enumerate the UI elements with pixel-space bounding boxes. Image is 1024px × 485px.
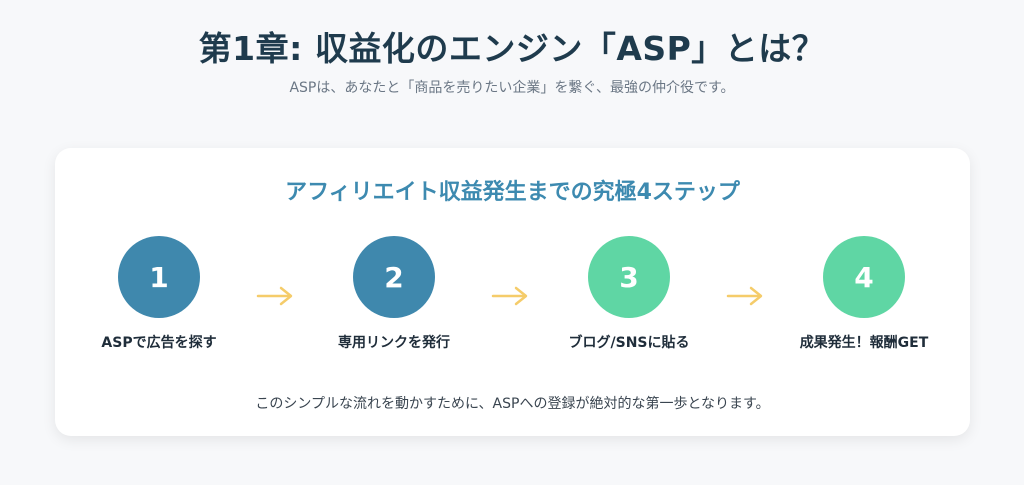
step-1: 1 ASPで広告を探す bbox=[59, 236, 259, 352]
step-3: 3 ブログ/SNSに貼る bbox=[529, 236, 729, 352]
card-title: アフィリエイト収益発生までの究極4ステップ bbox=[285, 180, 740, 205]
step-number-badge: 1 bbox=[118, 236, 200, 318]
page-subtitle: ASPは、あなたと「商品を売りたい企業」を繋ぐ、最強の仲介役です。 bbox=[289, 80, 735, 96]
step-label: ブログ/SNSに貼る bbox=[568, 335, 690, 351]
card-footer-text: このシンプルな流れを動かすために、ASPへの登録が絶対的な第一歩となります。 bbox=[255, 396, 770, 412]
step-label: 専用リンクを発行 bbox=[338, 335, 450, 351]
steps-card: アフィリエイト収益発生までの究極4ステップ 1 ASPで広告を探す 2 専用リン… bbox=[55, 148, 970, 436]
arrow-right-icon bbox=[726, 286, 763, 306]
arrow-right-icon bbox=[256, 286, 293, 306]
step-2: 2 専用リンクを発行 bbox=[294, 236, 494, 352]
step-number-badge: 2 bbox=[353, 236, 435, 318]
step-number-badge: 4 bbox=[823, 236, 905, 318]
arrow-right-icon bbox=[491, 286, 528, 306]
step-4: 4 成果発生！報酬GET bbox=[764, 236, 964, 352]
step-label: ASPで広告を探す bbox=[101, 335, 217, 351]
step-number-badge: 3 bbox=[588, 236, 670, 318]
page-title: 第1章: 収益化のエンジン「ASP」とは？ bbox=[198, 29, 826, 68]
step-label: 成果発生！報酬GET bbox=[799, 335, 929, 351]
